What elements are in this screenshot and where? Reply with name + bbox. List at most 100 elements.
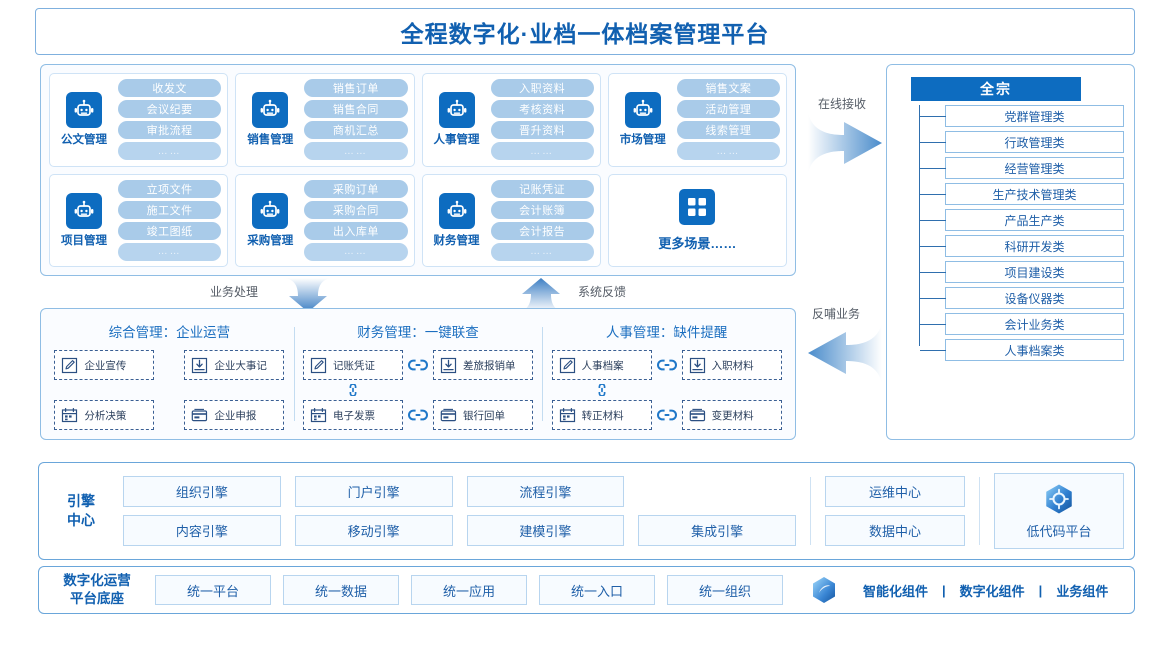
card-icon [192, 408, 208, 421]
linkage-item-label: 记账凭证 [333, 359, 375, 372]
module-tag[interactable]: …… [304, 142, 408, 161]
engine-center-panel: 引擎 中心 组织引擎门户引擎流程引擎内容引擎移动引擎建模引擎集成引擎 运维中心数… [38, 462, 1135, 560]
tree-item-2[interactable]: 行政管理类 [920, 131, 1124, 153]
tree-item-6[interactable]: 科研开发类 [920, 235, 1124, 257]
tree-item-3[interactable]: 经营管理类 [920, 157, 1124, 179]
tree-item-8[interactable]: 设备仪器类 [920, 287, 1124, 309]
linkage-item[interactable]: 企业大事记 [184, 350, 285, 380]
tree-item-10[interactable]: 人事档案类 [920, 339, 1124, 361]
linkage-item[interactable]: 差旅报销单 [433, 350, 533, 380]
base-item[interactable]: 统一组织 [667, 575, 783, 605]
base-item[interactable]: 统一入口 [539, 575, 655, 605]
linkage-item-label: 企业大事记 [214, 359, 267, 372]
module-tag[interactable]: 出入库单 [304, 221, 408, 240]
module-card-4[interactable]: 市场管理销售文案活动管理线索管理…… [607, 73, 787, 167]
base-item[interactable]: 统一数据 [283, 575, 399, 605]
module-tag[interactable]: 考核资料 [490, 100, 594, 119]
module-tag[interactable]: …… [118, 142, 222, 161]
base-tag[interactable]: 数字化组件 [959, 583, 1025, 599]
tree-item-7[interactable]: 项目建设类 [920, 261, 1124, 283]
module-tag[interactable]: 会计报告 [490, 221, 594, 240]
link-indicator-vertical [303, 384, 403, 396]
linkage-item[interactable]: 企业申报 [184, 400, 285, 430]
engine-item[interactable]: 内容引擎 [123, 515, 281, 546]
card-icon [689, 407, 706, 424]
tree-item-5[interactable]: 产品生产类 [920, 209, 1124, 231]
link-indicator [403, 408, 433, 422]
module-tag[interactable]: 商机汇总 [304, 121, 408, 140]
engine-item[interactable]: 集成引擎 [638, 515, 796, 546]
module-tag[interactable]: 晋升资料 [490, 121, 594, 140]
hexagon-gear-icon [1046, 484, 1072, 514]
robot-icon-wrap [66, 92, 102, 129]
linkage-group-3: 人事管理：缺件提醒人事档案入职材料转正材料变更材料 [542, 315, 791, 433]
module-card-3[interactable]: 人事管理入职资料考核资料晋升资料…… [421, 73, 601, 167]
base-tag[interactable]: 智能化组件 [863, 583, 929, 599]
base-tag[interactable]: 业务组件 [1056, 583, 1109, 599]
module-tag[interactable]: 会议纪要 [118, 100, 222, 119]
center-item[interactable]: 数据中心 [825, 515, 965, 546]
lowcode-platform-card[interactable]: 低代码平台 [994, 473, 1124, 549]
engine-item[interactable]: 门户引擎 [294, 476, 453, 507]
linkage-item[interactable]: 电子发票 [303, 400, 403, 430]
module-tag-list: 采购订单采购合同出入库单 …… [304, 179, 408, 261]
linkage-item[interactable]: 记账凭证 [303, 350, 403, 380]
base-item[interactable]: 统一应用 [411, 575, 527, 605]
module-tag[interactable]: …… [490, 242, 594, 261]
module-tag[interactable]: 记账凭证 [490, 179, 594, 198]
module-tag[interactable]: 采购合同 [304, 200, 408, 219]
module-card-5[interactable]: 项目管理立项文件施工文件竣工图纸…… [49, 173, 229, 267]
robot-icon [447, 99, 466, 117]
module-tag[interactable]: …… [118, 242, 222, 261]
engine-item[interactable]: 建模引擎 [466, 515, 625, 546]
module-tag[interactable]: 活动管理 [676, 100, 780, 119]
module-tag[interactable]: 销售文案 [676, 79, 780, 98]
center-item[interactable]: 运维中心 [825, 476, 965, 507]
linkage-group-2: 财务管理：一键联查记账凭证差旅报销单电子发票银行回单 [293, 315, 543, 433]
module-tag[interactable]: 立项文件 [118, 179, 222, 198]
module-tag[interactable]: …… [676, 142, 780, 161]
module-tag[interactable]: 施工文件 [118, 200, 222, 219]
tree-item-9[interactable]: 会计业务类 [920, 313, 1124, 335]
linkage-item[interactable]: 转正材料 [551, 400, 652, 430]
tree-item-1[interactable]: 党群管理类 [920, 105, 1124, 127]
tree-root-node[interactable]: 全宗 [911, 77, 1081, 101]
module-tag[interactable]: 竣工图纸 [118, 221, 222, 240]
base-title-line2: 平台底座 [70, 591, 124, 606]
download-box-icon [191, 357, 208, 374]
linkage-item[interactable]: 变更材料 [681, 400, 782, 430]
flow-label-feedback-business: 反哺业务 [812, 307, 861, 321]
module-tag-list: 收发文会议纪要审批流程 …… [118, 79, 222, 161]
base-item[interactable]: 统一平台 [155, 575, 271, 605]
archive-category-tree-panel: 全宗 党群管理类行政管理类经营管理类生产技术管理类产品生产类科研开发类项目建设类… [886, 64, 1135, 440]
linkage-item[interactable]: 银行回单 [433, 400, 533, 430]
base-tag-list: 智能化组件|数字化组件|业务组件 [863, 581, 1108, 600]
module-card-2[interactable]: 销售管理销售订单销售合同商机汇总…… [235, 73, 415, 167]
linkage-item[interactable]: 入职材料 [681, 350, 782, 380]
linkage-item[interactable]: 分析决策 [54, 400, 155, 430]
engine-item[interactable]: 流程引擎 [466, 476, 625, 507]
more-scenes-card[interactable]: 更多场景…… [607, 173, 787, 267]
module-tag[interactable]: 销售合同 [304, 100, 408, 119]
card-icon [689, 408, 705, 421]
linkage-group-title: 综合管理：企业运营 [108, 325, 231, 340]
linkage-item[interactable]: 人事档案 [551, 350, 652, 380]
flow-label-system-feedback: 系统反馈 [578, 285, 627, 299]
module-tag[interactable]: 采购订单 [304, 179, 408, 198]
module-tag[interactable]: …… [490, 142, 594, 161]
module-tag[interactable]: 入职资料 [490, 79, 594, 98]
module-tag[interactable]: 线索管理 [676, 121, 780, 140]
tree-item-4[interactable]: 生产技术管理类 [920, 183, 1124, 205]
engine-item[interactable]: 移动引擎 [294, 515, 453, 546]
engine-item[interactable]: 组织引擎 [123, 476, 281, 507]
module-tag[interactable]: 收发文 [118, 79, 222, 98]
linkage-item[interactable]: 企业宣传 [54, 350, 155, 380]
module-tag[interactable]: 会计账簿 [490, 200, 594, 219]
module-tag[interactable]: 销售订单 [304, 79, 408, 98]
robot-icon [633, 99, 653, 117]
module-card-7[interactable]: 财务管理记账凭证会计账簿会计报告…… [421, 173, 601, 267]
module-card-1[interactable]: 公文管理收发文会议纪要审批流程…… [49, 73, 229, 167]
module-tag[interactable]: 审批流程 [118, 121, 222, 140]
module-tag[interactable]: …… [304, 242, 408, 261]
module-card-6[interactable]: 采购管理采购订单采购合同出入库单…… [235, 173, 415, 267]
